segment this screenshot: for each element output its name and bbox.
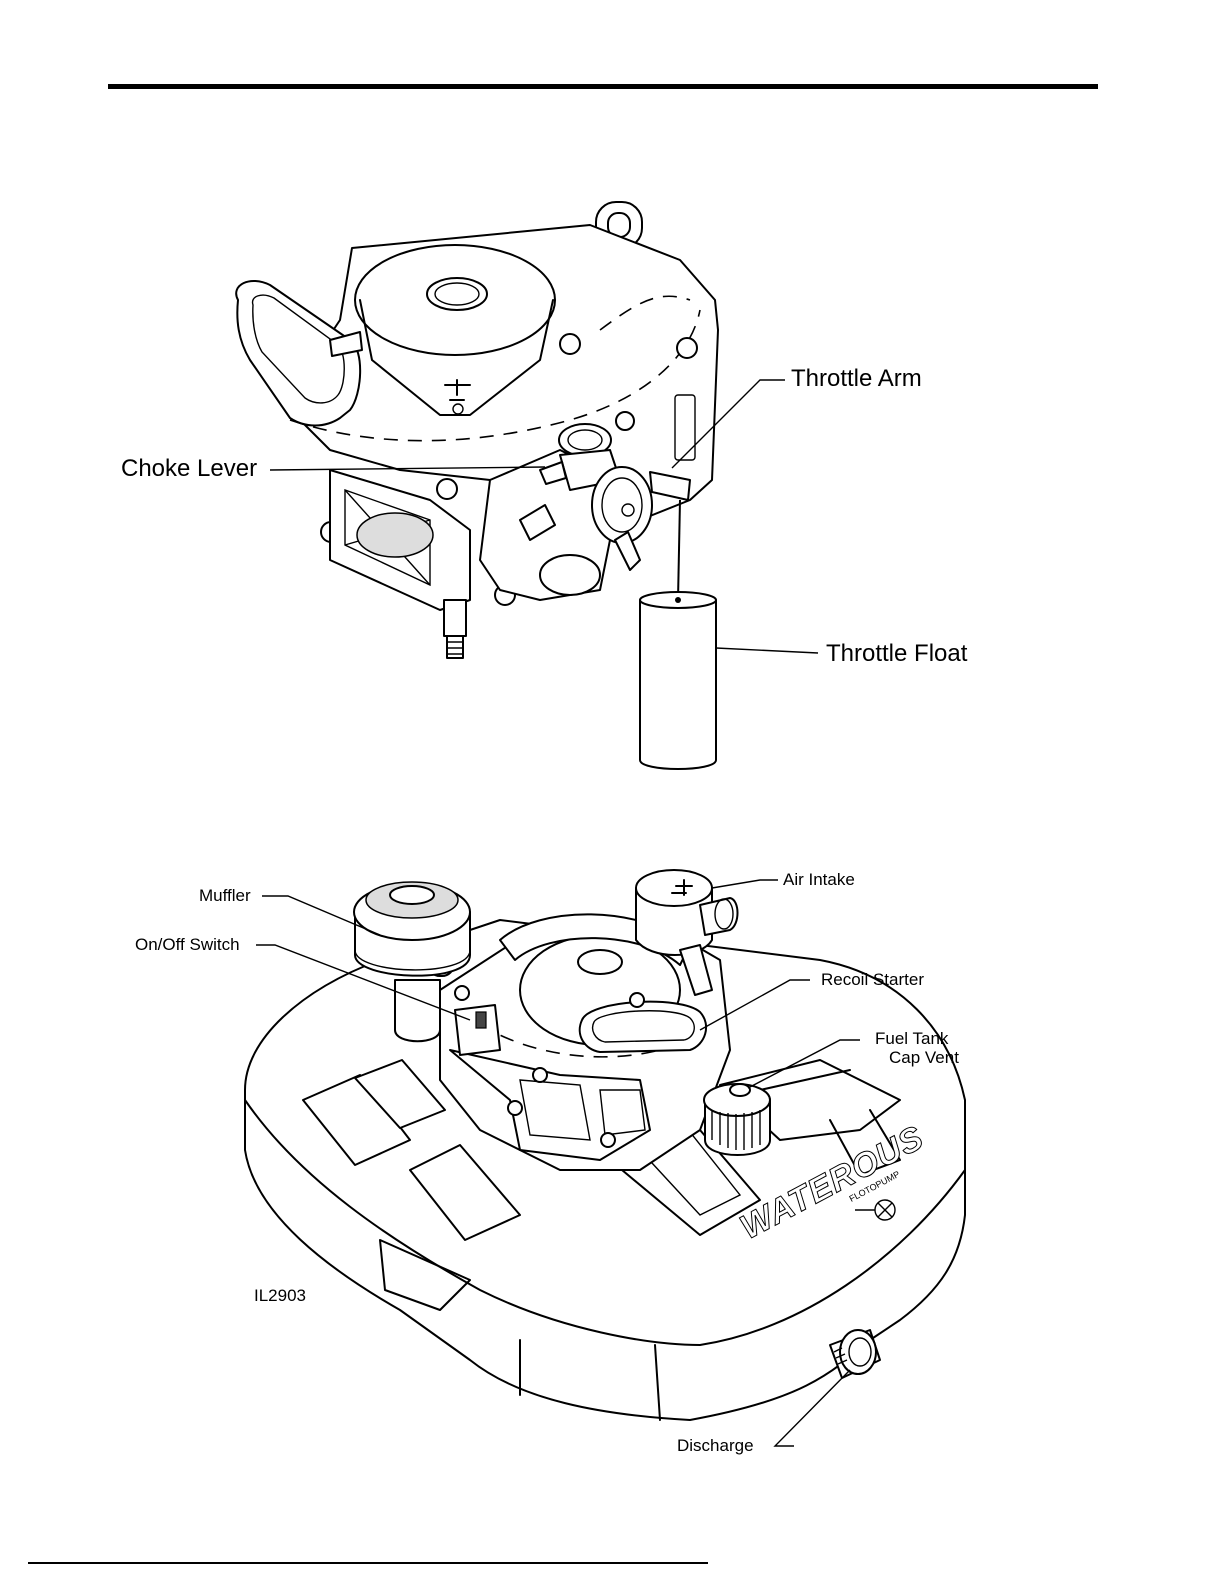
footer-rule	[28, 1562, 708, 1564]
label-throttle-arm: Throttle Arm	[791, 367, 922, 391]
air-intake-leader	[712, 880, 778, 888]
label-choke-lever: Choke Lever	[121, 457, 257, 481]
label-recoil-starter: Recoil Starter	[821, 971, 924, 988]
throttle-float-leader	[716, 648, 818, 653]
label-discharge: Discharge	[677, 1437, 754, 1454]
label-air-intake: Air Intake	[783, 871, 855, 888]
throttle-float	[640, 500, 716, 769]
figure-id: IL2903	[254, 1287, 306, 1304]
label-throttle-float: Throttle Float	[826, 642, 967, 666]
fuel-tank-cap	[704, 1084, 770, 1155]
label-fuel-tank-cap-vent-line2: Cap Vent	[889, 1049, 959, 1066]
label-fuel-tank-cap-vent-line1: Fuel Tank	[875, 1030, 948, 1047]
label-muffler: Muffler	[199, 887, 251, 904]
label-on-off-switch: On/Off Switch	[135, 936, 240, 953]
